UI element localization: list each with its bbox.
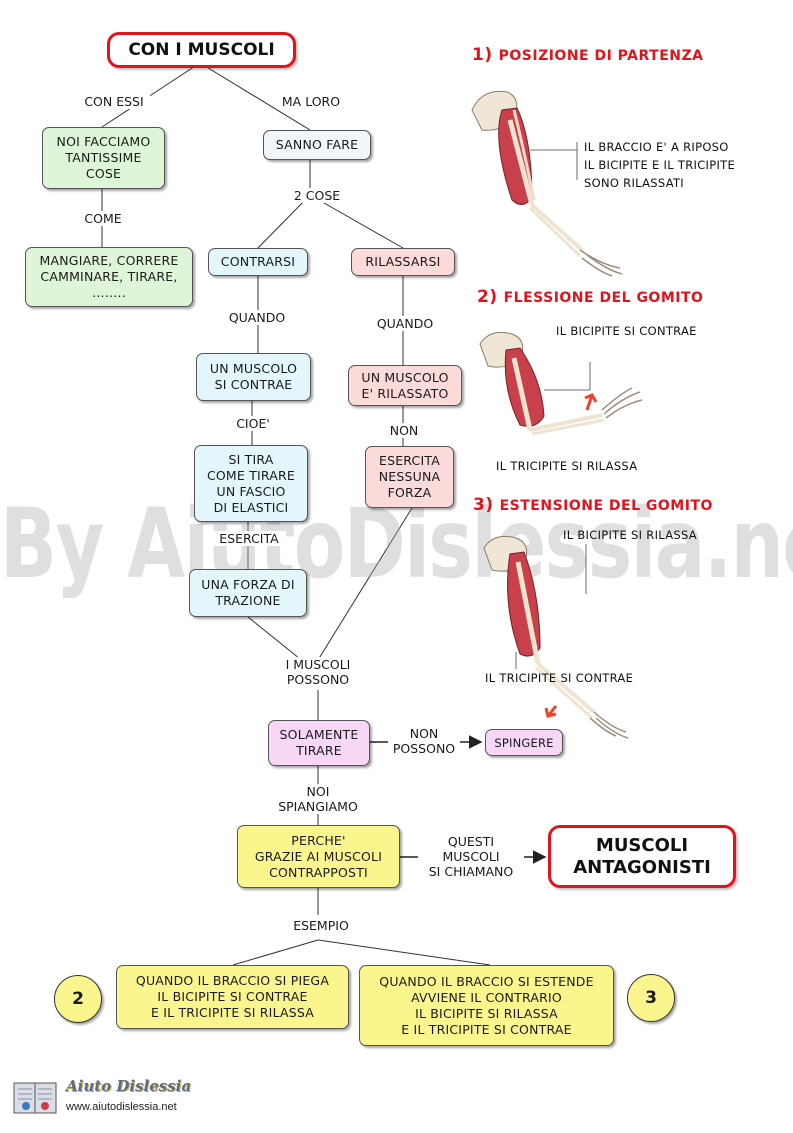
badge-3: 3 xyxy=(627,974,675,1022)
arm-flexion-illustration xyxy=(479,331,643,436)
label-noi-spiangiamo: NOI SPIANGIAMO xyxy=(270,784,366,814)
section-label-1: POSIZIONE DI PARTENZA xyxy=(498,48,704,64)
section-title-1: 1) POSIZIONE DI PARTENZA xyxy=(472,45,703,65)
map-title: CON I MUSCOLI xyxy=(107,32,296,68)
label-con-essi: CON ESSI xyxy=(78,94,150,109)
label-quando-right: QUANDO xyxy=(370,316,440,331)
node-si-contrae: UN MUSCOLO SI CONTRAE xyxy=(196,353,311,401)
annotation-flexion-bottom: IL TRICIPITE SI RILASSA xyxy=(496,459,638,473)
section-number-2: 2) xyxy=(477,287,498,307)
section-title-2: 2) FLESSIONE DEL GOMITO xyxy=(477,287,703,307)
node-contrarsi: CONTRARSI xyxy=(208,248,308,276)
annotation-rest: IL BRACCIO E' A RIPOSO IL BICIPITE E IL … xyxy=(584,140,736,190)
footer-logo[interactable]: Aiuto Dislessia www.aiutodislessia.net xyxy=(12,1077,202,1121)
node-mangiare: MANGIARE, CORRERE CAMMINARE, TIRARE, …….… xyxy=(25,247,193,307)
node-noi-facciamo: NOI FACCIAMO TANTISSIME COSE xyxy=(42,127,165,189)
annotation-flexion-top: IL BICIPITE SI CONTRAE xyxy=(556,324,697,338)
badge-2: 2 xyxy=(54,975,102,1023)
label-i-muscoli-possono: I MUSCOLI POSSONO xyxy=(272,657,364,687)
annotation-extension-top: IL BICIPITE SI RILASSA xyxy=(563,528,697,542)
section-label-2: FLESSIONE DEL GOMITO xyxy=(503,290,704,306)
logo-name: Aiuto Dislessia xyxy=(66,1077,192,1095)
label-esercita: ESERCITA xyxy=(212,531,286,546)
node-spingere: SPINGERE xyxy=(485,729,563,756)
node-muscoli-antagonisti: MUSCOLI ANTAGONISTI xyxy=(548,825,736,888)
section-label-3: ESTENSIONE DEL GOMITO xyxy=(499,498,713,514)
arm-extension-illustration xyxy=(483,535,629,739)
node-rilassarsi: RILASSARSI xyxy=(351,248,455,276)
node-rilassato: UN MUSCOLO E' RILASSATO xyxy=(348,365,462,406)
node-nessuna-forza: ESERCITA NESSUNA FORZA xyxy=(365,446,454,508)
label-ma-loro: MA LORO xyxy=(276,94,346,109)
node-solamente-tirare: SOLAMENTE TIRARE xyxy=(268,720,370,766)
annotation-extension-bottom: IL TRICIPITE SI CONTRAE xyxy=(485,671,634,685)
label-2-cose: 2 COSE xyxy=(288,188,346,203)
label-questi-chiamano: QUESTI MUSCOLI SI CHIAMANO xyxy=(418,834,524,879)
node-braccio-estende: QUANDO IL BRACCIO SI ESTENDE AVVIENE IL … xyxy=(359,965,614,1046)
logo-url: www.aiutodislessia.net xyxy=(66,1101,177,1113)
node-perche: PERCHE' GRAZIE AI MUSCOLI CONTRAPPOSTI xyxy=(237,825,400,888)
label-cioe: CIOE' xyxy=(230,416,276,431)
label-non-possono: NON POSSONO xyxy=(388,726,460,756)
arm-rest-illustration xyxy=(471,90,623,277)
section-number-3: 3) xyxy=(473,495,494,515)
label-non: NON xyxy=(388,423,420,438)
node-si-tira: SI TIRA COME TIRARE UN FASCIO DI ELASTIC… xyxy=(194,445,308,522)
book-logo-icon xyxy=(13,1082,57,1114)
node-sanno-fare: SANNO FARE xyxy=(263,130,371,160)
node-braccio-piega: QUANDO IL BRACCIO SI PIEGA IL BICIPITE S… xyxy=(116,965,349,1029)
label-quando-left: QUANDO xyxy=(222,310,292,325)
section-title-3: 3) ESTENSIONE DEL GOMITO xyxy=(473,495,713,515)
section-number-1: 1) xyxy=(472,45,493,65)
label-come: COME xyxy=(80,211,126,226)
node-forza-trazione: UNA FORZA DI TRAZIONE xyxy=(189,569,307,617)
label-esempio: ESEMPIO xyxy=(288,918,354,933)
